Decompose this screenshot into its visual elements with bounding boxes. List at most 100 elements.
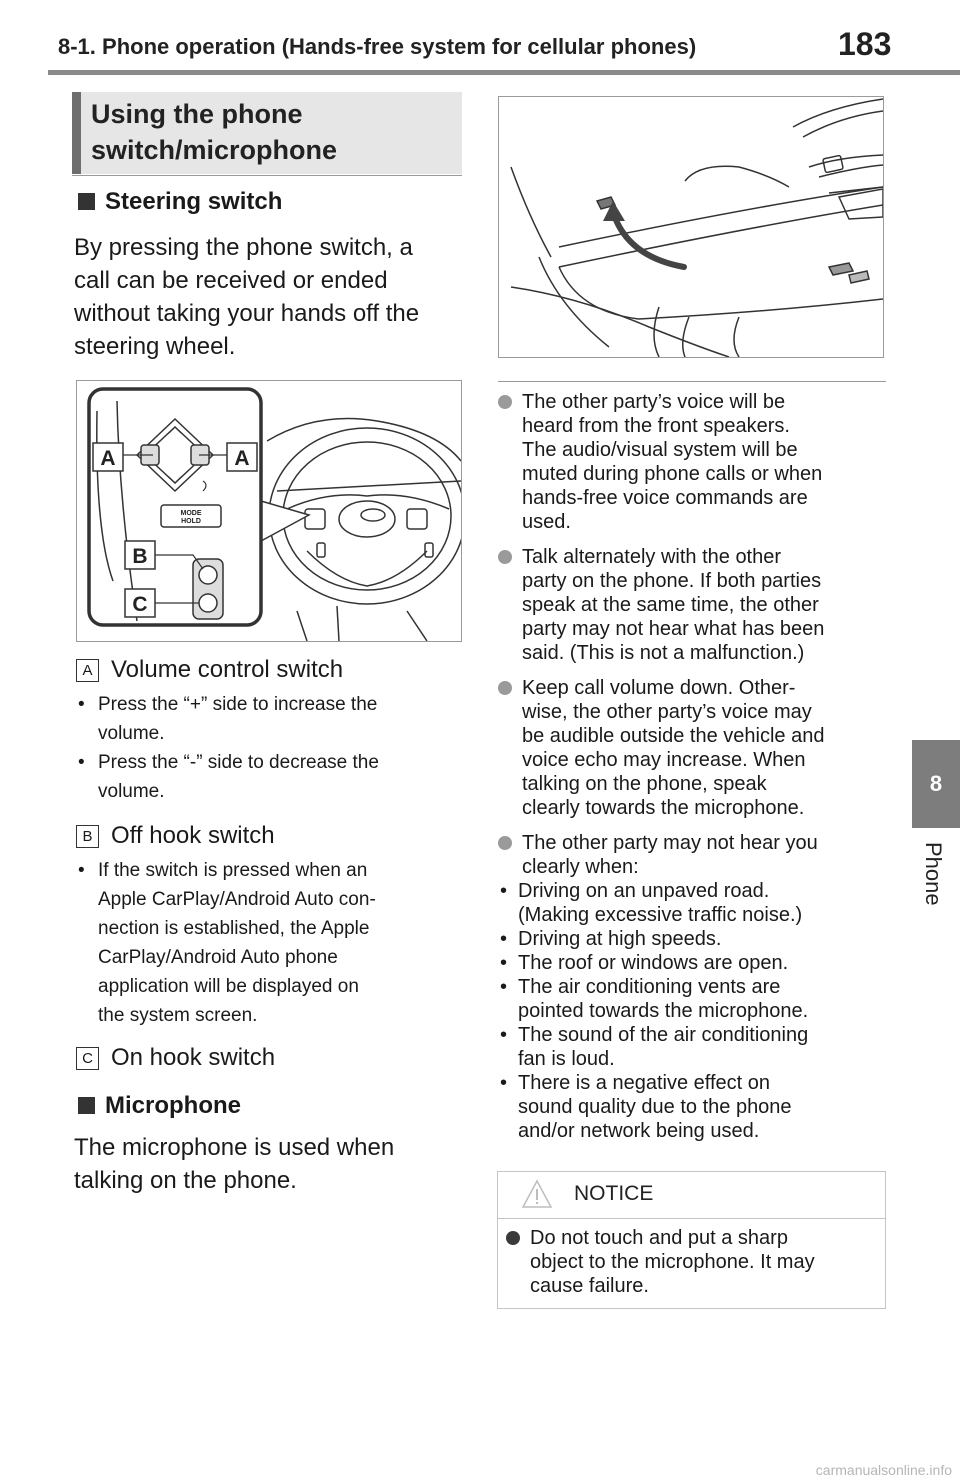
warning-triangle-icon: [521, 1179, 553, 1208]
note-line: The other party may not hear you: [522, 832, 818, 854]
steering-intro-line: steering wheel.: [74, 333, 236, 360]
microphone-heading: Microphone: [78, 1092, 241, 1120]
item-key-box: B: [76, 825, 99, 848]
note-line: party may not hear what has been: [522, 618, 825, 640]
bullet-item: There is a negative effect on sound qual…: [498, 1071, 888, 1143]
bullet-item: Press the “-” side to decrease the volum…: [76, 748, 468, 806]
figure-label-c: C: [132, 593, 147, 616]
note-line: said. (This is not a malfunction.): [522, 642, 805, 664]
bullet-line: Driving on an unpaved road.: [518, 880, 770, 902]
bullet-line: and/or network being used.: [518, 1120, 760, 1142]
microphone-text-line: The microphone is used when: [74, 1134, 395, 1161]
figure-label-b: B: [132, 545, 147, 568]
notice-line: Do not touch and put a sharp: [530, 1227, 788, 1249]
bullet-line: the system screen.: [98, 1005, 258, 1026]
figure-label-a-left: A: [100, 447, 115, 470]
bullet-line: The air conditioning vents are: [518, 976, 781, 998]
running-head: 8-1. Phone operation (Hands-free system …: [58, 34, 697, 59]
steering-heading-text: Steering switch: [105, 188, 283, 215]
bullet-line: Press the “-” side to decrease the: [98, 752, 379, 773]
note-line: voice echo may increase. When: [522, 749, 806, 771]
bullet-item: Driving on an unpaved road. (Making exce…: [498, 879, 888, 927]
note-item: Talk alternately with the other party on…: [498, 545, 888, 665]
bullet-line: The sound of the air conditioning: [518, 1024, 809, 1046]
steering-intro: By pressing the phone switch, a call can…: [74, 231, 464, 363]
chapter-label: Phone: [906, 842, 960, 932]
note-line: The other party’s voice will be: [522, 391, 786, 413]
steering-intro-line: without taking your hands off the: [74, 300, 420, 327]
bullet-dot-icon: [506, 1231, 520, 1245]
note-line: clearly towards the microphone.: [522, 797, 805, 819]
note-line: party on the phone. If both parties: [522, 570, 822, 592]
bullet-line: Driving at high speeds.: [518, 928, 722, 950]
notice-header: NOTICE: [498, 1172, 885, 1219]
chapter-label-text: Phone: [921, 842, 946, 906]
bullet-dot-icon: [498, 836, 512, 850]
bullet-dot-icon: [498, 395, 512, 409]
steering-switch-heading: Steering switch: [78, 188, 282, 216]
bullet-dot-icon: [498, 681, 512, 695]
note-line: wise, the other party’s voice may: [522, 701, 812, 723]
overhead-console-illustration: [510, 98, 884, 358]
note-item: The other party’s voice will be heard fr…: [498, 390, 888, 534]
bullet-line: There is a negative effect on: [518, 1072, 771, 1094]
microphone-heading-text: Microphone: [105, 1092, 241, 1119]
notice-line: cause failure.: [530, 1275, 649, 1297]
bullet-line: (Making excessive traffic noise.): [518, 904, 803, 926]
figure-hold-text: HOLD: [181, 518, 201, 525]
volume-bullets: Press the “+” side to increase the volum…: [76, 690, 468, 806]
bullet-line: Apple CarPlay/Android Auto con-: [98, 889, 376, 910]
microphone-location-figure: [498, 96, 884, 358]
item-title: Off hook switch: [111, 822, 275, 849]
note-line: clearly when:: [522, 856, 639, 878]
page-number: 183: [838, 26, 892, 62]
notice-body: Do not touch and put a sharp object to t…: [506, 1226, 900, 1298]
chapter-number: 8: [929, 771, 943, 796]
item-title: Volume control switch: [111, 656, 344, 683]
bullet-dot-icon: [498, 550, 512, 564]
microphone-text: The microphone is used when talking on t…: [74, 1131, 464, 1197]
square-bullet-icon: [78, 193, 95, 210]
square-bullet-icon: [78, 1097, 95, 1114]
bullet-line: sound quality due to the phone: [518, 1096, 792, 1118]
note-line: used.: [522, 511, 571, 533]
watermark: carmanualsonline.info: [815, 1462, 952, 1478]
steering-intro-line: call can be received or ended: [74, 267, 388, 294]
steering-intro-line: By pressing the phone switch, a: [74, 234, 413, 261]
microphone-text-line: talking on the phone.: [74, 1167, 297, 1194]
item-off-hook: B Off hook switch: [76, 822, 468, 850]
chapter-tab: 8: [912, 740, 960, 828]
note-line: speak at the same time, the other: [522, 594, 819, 616]
section-title-line1: Using the phone: [91, 99, 303, 129]
bullet-line: pointed towards the microphone.: [518, 1000, 809, 1022]
note-line: heard from the front speakers.: [522, 415, 790, 437]
bullet-line: application will be displayed on: [98, 976, 359, 997]
note-line: Keep call volume down. Other-: [522, 677, 796, 699]
bullet-line: nection is established, the Apple: [98, 918, 370, 939]
notice-line: object to the microphone. It may: [530, 1251, 815, 1273]
bullet-line: volume.: [98, 723, 165, 744]
notice-title: NOTICE: [574, 1182, 654, 1205]
bullet-line: The roof or windows are open.: [518, 952, 789, 974]
bullet-line: volume.: [98, 781, 165, 802]
bullet-item: The roof or windows are open.: [498, 951, 888, 975]
bullet-item: Press the “+” side to increase the volum…: [76, 690, 468, 748]
note-line: talking on the phone, speak: [522, 773, 767, 795]
figure-label-a-right: A: [234, 447, 249, 470]
note-line: hands-free voice commands are: [522, 487, 808, 509]
bullet-item: If the switch is pressed when an Apple C…: [76, 856, 468, 1030]
bullet-item: The air conditioning vents are pointed t…: [498, 975, 888, 1023]
bullet-item: Driving at high speeds.: [498, 927, 888, 951]
note-line: The audio/visual system will be: [522, 439, 798, 461]
bullet-line: Press the “+” side to increase the: [98, 694, 378, 715]
bullet-line: CarPlay/Android Auto phone: [98, 947, 338, 968]
item-key-box: C: [76, 1047, 99, 1070]
note-item: The other party may not hear you clearly…: [498, 831, 888, 1143]
bullet-line: fan is loud.: [518, 1048, 615, 1070]
off-hook-bullets: If the switch is pressed when an Apple C…: [76, 856, 468, 1030]
condition-bullets: Driving on an unpaved road. (Making exce…: [498, 879, 888, 1143]
section-rule: [72, 175, 462, 176]
